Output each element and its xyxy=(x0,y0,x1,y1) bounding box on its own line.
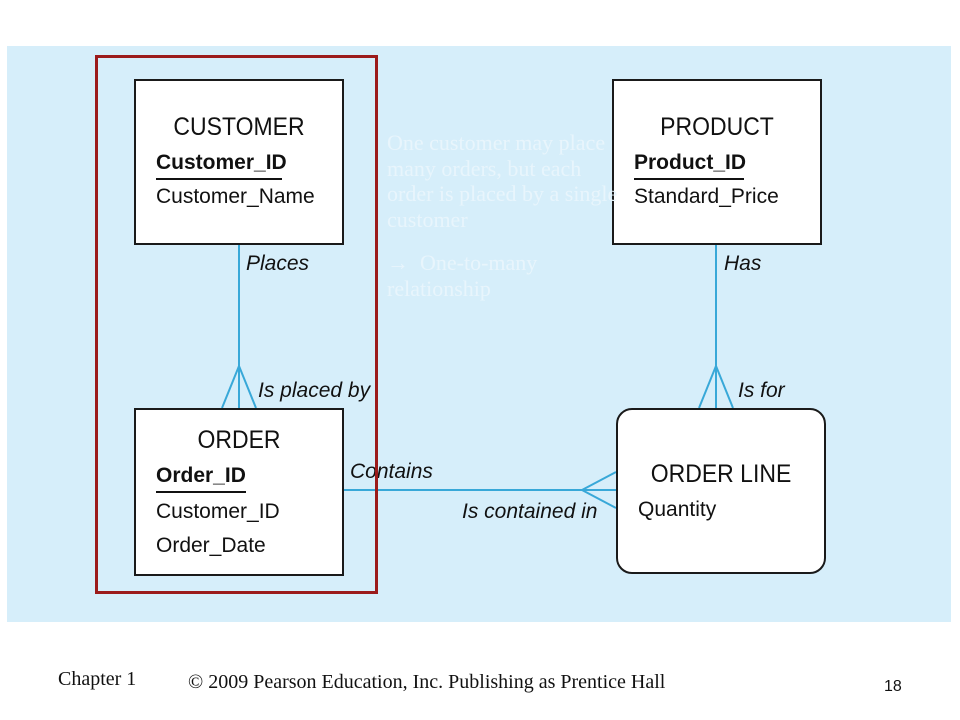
crowfoot-left xyxy=(698,365,717,409)
footer-copyright: © 2009 Pearson Education, Inc. Publishin… xyxy=(188,671,666,693)
primary-key-underline xyxy=(634,178,744,180)
relationship-label: Is contained in xyxy=(462,500,598,523)
primary-key-attribute: Order_ID xyxy=(156,464,246,487)
primary-key-underline xyxy=(156,178,282,180)
product-entity: PRODUCT Product_ID Standard_Price xyxy=(612,79,822,245)
highlight-box xyxy=(95,55,378,594)
entity-title: ORDER LINE xyxy=(650,460,792,488)
relationship-label: Has xyxy=(724,252,762,275)
order-entity: ORDER Order_ID Customer_ID Order_Date xyxy=(134,408,344,576)
entity-title: PRODUCT xyxy=(660,113,774,141)
order-line-entity: ORDER LINE Quantity xyxy=(616,408,826,574)
page-number: 18 xyxy=(884,678,902,695)
primary-key-underline xyxy=(156,491,246,493)
entity-title: ORDER xyxy=(197,426,281,454)
primary-key-attribute: Customer_ID xyxy=(156,151,287,174)
crowfoot-right xyxy=(715,365,734,409)
attribute: Quantity xyxy=(638,498,717,521)
relationship-label: Contains xyxy=(350,460,433,483)
crowfoot-left xyxy=(221,365,240,409)
primary-key-attribute: Product_ID xyxy=(634,151,747,174)
conclusion-text: One-to-many relationship xyxy=(387,250,538,301)
crowfoot-bottom xyxy=(581,489,617,509)
attribute: Customer_Name xyxy=(156,185,315,208)
arrow-icon: → xyxy=(387,250,409,275)
annotation-note: One customer may place many orders, but … xyxy=(387,130,627,301)
crowfoot-right xyxy=(238,365,257,409)
footer-chapter: Chapter 1 xyxy=(58,668,137,690)
annotation-text: One customer may place many orders, but … xyxy=(387,130,618,232)
annotation-conclusion: → One-to-many relationship xyxy=(387,250,627,301)
relationship-label: Places xyxy=(246,252,310,275)
customer-entity: CUSTOMER Customer_ID Customer_Name xyxy=(134,79,344,245)
attribute: Customer_ID xyxy=(156,500,280,523)
entity-title: CUSTOMER xyxy=(173,113,305,141)
relationship-label: Is for xyxy=(738,379,785,402)
relationship-label: Is placed by xyxy=(258,379,371,402)
attribute: Order_Date xyxy=(156,534,266,557)
crowfoot-top xyxy=(581,471,617,491)
attribute: Standard_Price xyxy=(634,185,779,208)
